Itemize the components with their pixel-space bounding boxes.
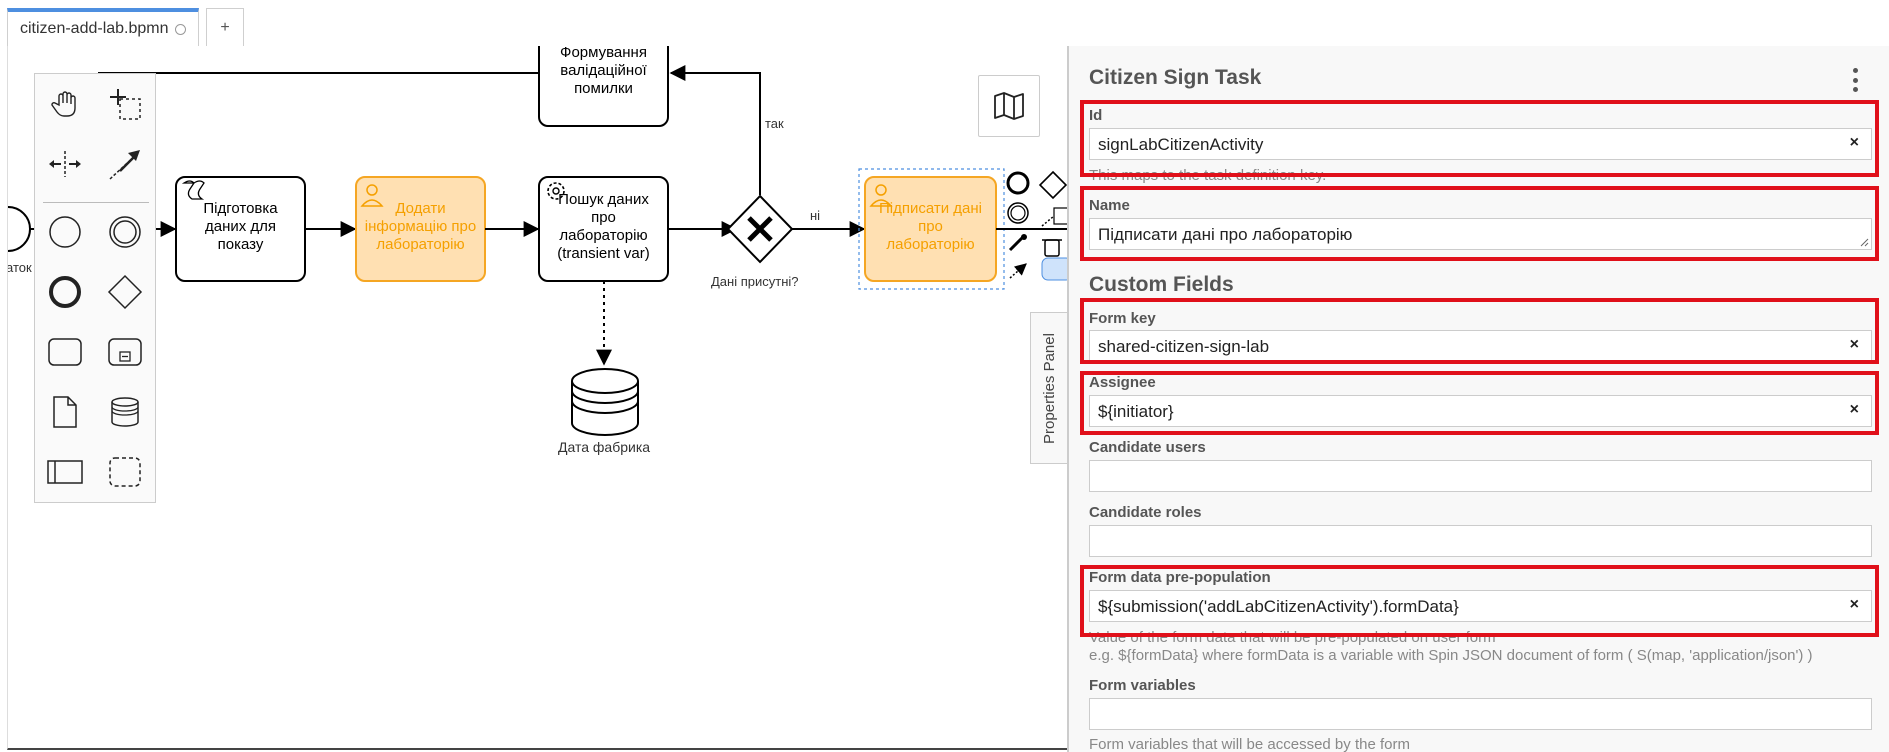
task-validation-error	[538, 46, 669, 127]
exclusive-gateway	[726, 194, 794, 264]
new-tab-button[interactable]: +	[206, 8, 244, 46]
name-value: Підписати дані про лабораторію	[1098, 225, 1353, 244]
properties-panel-toggle-label: Properties Panel	[1041, 332, 1058, 444]
gateway-icon[interactable]	[105, 272, 145, 312]
minimap-toggle-button[interactable]	[978, 75, 1040, 137]
start-event-label: аток	[7, 260, 32, 275]
id-label: Id	[1089, 107, 1103, 124]
data-object-icon[interactable]	[45, 392, 85, 432]
datastore-label: Дата фабрика	[558, 439, 651, 455]
tool-palette	[34, 73, 156, 503]
panel-title: Citizen Sign Task	[1089, 66, 1262, 89]
task-label-search-data: Пошук даних про лабораторію (transient v…	[557, 191, 650, 262]
task-label-sign-data: Підписати дані про лабораторію	[878, 200, 982, 253]
candidate-roles-input[interactable]	[1089, 525, 1872, 557]
name-textarea[interactable]: Підписати дані про лабораторію	[1089, 218, 1872, 250]
flow-no-label: ні	[810, 208, 821, 223]
id-input[interactable]: signLabCitizenActivity ×	[1089, 128, 1872, 160]
task-icon[interactable]	[45, 332, 85, 372]
gear-icon	[547, 182, 565, 200]
context-pad	[1006, 170, 1067, 281]
tab-label: citizen-add-lab.bpmn	[20, 20, 169, 37]
user-icon	[366, 184, 378, 196]
properties-panel-toggle[interactable]: Properties Panel	[1030, 312, 1068, 464]
name-label: Name	[1089, 197, 1130, 214]
form-variables-label: Form variables	[1089, 677, 1196, 694]
diagram-svg	[8, 46, 1067, 436]
gateway-label: Дані присутні?	[711, 274, 799, 289]
assignee-label: Assignee	[1089, 374, 1156, 391]
trash-icon	[1044, 239, 1060, 257]
lasso-tool-icon[interactable]	[105, 84, 145, 124]
data-store	[571, 368, 639, 436]
end-event-icon[interactable]	[45, 272, 85, 312]
form-prepopulation-label: Form data pre-population	[1089, 569, 1271, 586]
id-value: signLabCitizenActivity	[1098, 135, 1264, 154]
form-key-value: shared-citizen-sign-lab	[1098, 337, 1270, 356]
properties-panel: Citizen Sign Task Id signLabCitizenActiv…	[1067, 46, 1889, 752]
global-connect-tool-icon[interactable]	[105, 144, 145, 184]
new-tab-label: +	[220, 18, 230, 36]
custom-fields-title: Custom Fields	[1089, 273, 1234, 296]
start-event-icon[interactable]	[45, 212, 85, 252]
form-prepopulation-input[interactable]: ${submission('addLabCitizenActivity').fo…	[1089, 590, 1872, 622]
flow-yes-label: так	[765, 116, 784, 131]
id-clear-button[interactable]: ×	[1849, 134, 1859, 151]
form-variables-description: Form variables that will be accessed by …	[1089, 736, 1410, 752]
task-label-validation-error: Формування валідаційної помилки	[560, 46, 647, 97]
assignee-value: ${initiator}	[1098, 402, 1174, 421]
palette-separator	[43, 202, 149, 203]
form-prepopulation-value: ${submission('addLabCitizenActivity').fo…	[1098, 597, 1459, 616]
map-icon	[994, 92, 1024, 120]
intermediate-event-icon[interactable]	[105, 212, 145, 252]
bpmn-canvas[interactable]: аток Підготовка даних для показу Додати …	[7, 46, 1067, 750]
subprocess-icon[interactable]	[105, 332, 145, 372]
flow-yes	[669, 65, 761, 195]
more-options-icon[interactable]	[1851, 68, 1859, 92]
tab-bar: citizen-add-lab.bpmn +	[0, 0, 1889, 46]
assignee-clear-button[interactable]: ×	[1849, 401, 1859, 418]
tab-citizen-add-lab[interactable]: citizen-add-lab.bpmn	[7, 8, 199, 46]
form-prepopulation-description-2: e.g. ${formData} where formData is a var…	[1089, 647, 1813, 664]
candidate-users-label: Candidate users	[1089, 439, 1206, 456]
task-label-prepare-data: Підготовка даних для показу	[203, 200, 278, 253]
assignee-input[interactable]: ${initiator} ×	[1089, 395, 1872, 427]
task-label-add-info: Додати інформацію про лабораторію	[364, 200, 477, 253]
pool-icon[interactable]	[45, 452, 85, 492]
group-icon[interactable]	[105, 452, 145, 492]
candidate-roles-label: Candidate roles	[1089, 504, 1202, 521]
data-store-icon[interactable]	[105, 392, 145, 432]
space-tool-icon[interactable]	[45, 144, 85, 184]
script-icon	[181, 180, 205, 200]
form-prepopulation-description-1: Value of the form data that will be pre-…	[1089, 629, 1496, 646]
form-key-input[interactable]: shared-citizen-sign-lab ×	[1089, 330, 1872, 362]
start-event	[8, 206, 31, 252]
hand-tool-icon[interactable]	[45, 84, 85, 124]
unsaved-indicator-icon	[174, 23, 186, 35]
resize-grip-icon[interactable]	[1859, 237, 1869, 247]
candidate-users-input[interactable]	[1089, 460, 1872, 492]
form-key-label: Form key	[1089, 310, 1156, 327]
form-key-clear-button[interactable]: ×	[1849, 336, 1859, 353]
form-prepopulation-clear-button[interactable]: ×	[1849, 596, 1859, 613]
form-variables-input[interactable]	[1089, 698, 1872, 730]
id-description: This maps to the task definition key.	[1089, 167, 1327, 184]
